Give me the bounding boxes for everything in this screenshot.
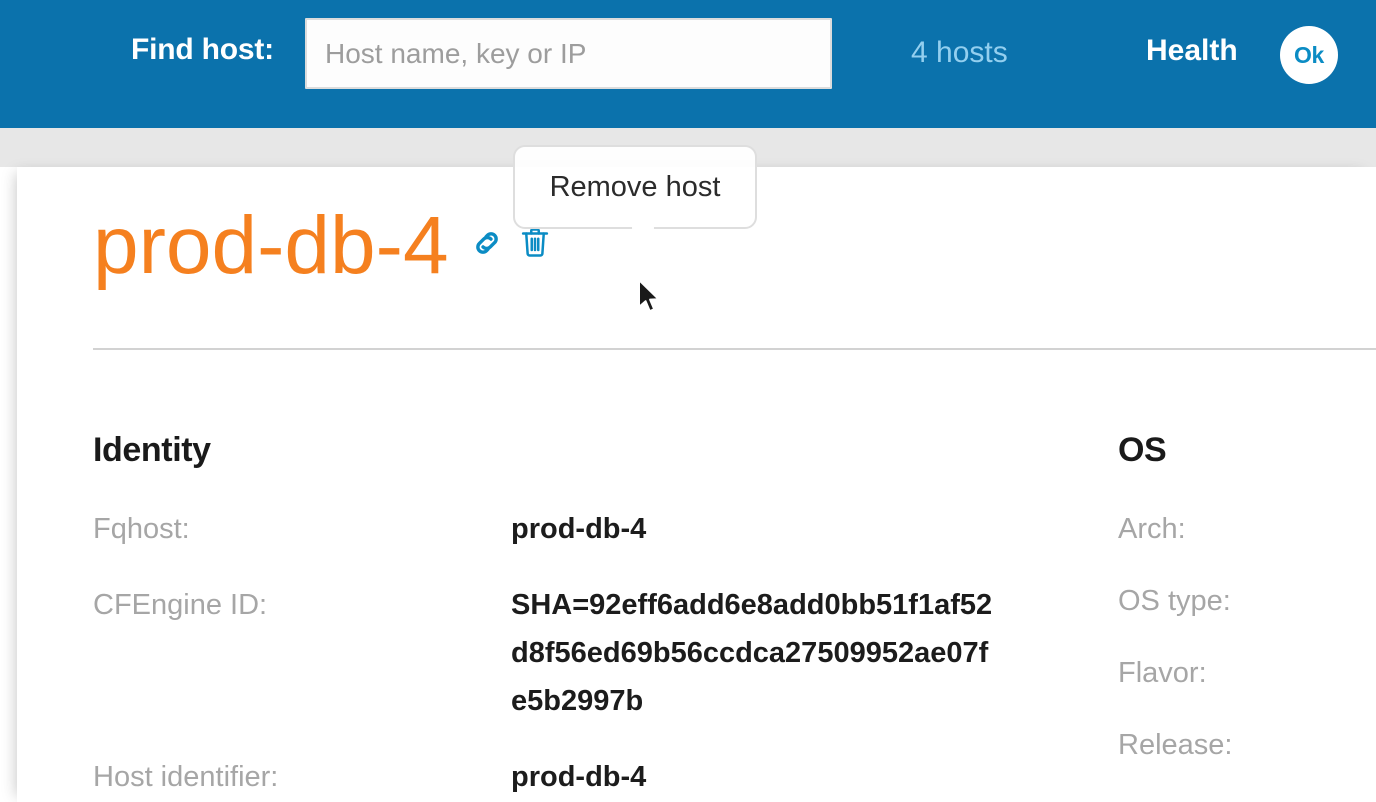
health-status-badge[interactable]: Ok (1280, 26, 1338, 84)
top-navigation-bar: Find host: 4 hosts Health Ok (0, 0, 1376, 128)
detail-label: OS type: (1118, 585, 1231, 617)
detail-label: Fqhost: (93, 513, 190, 545)
identity-section: Identity Fqhost: prod-db-4 CFEngine ID: … (93, 433, 1053, 801)
detail-label: Flavor: (1118, 657, 1207, 689)
detail-value: prod-db-4 (511, 761, 647, 793)
detail-row: Host identifier: prod-db-4 (93, 753, 1053, 801)
host-action-buttons (470, 226, 552, 266)
trash-icon[interactable] (518, 226, 552, 260)
detail-label: Host identifier: (93, 761, 279, 793)
detail-label: Release: (1118, 729, 1233, 761)
health-label: Health (1146, 34, 1238, 67)
detail-row: Release: (1118, 721, 1376, 769)
find-host-label: Find host: (131, 33, 274, 66)
detail-row: Flavor: (1118, 649, 1376, 697)
detail-row: OS type: (1118, 577, 1376, 625)
detail-row: CFEngine ID: SHA=92eff6add6e8add0bb51f1a… (93, 581, 1053, 725)
os-heading: OS (1118, 431, 1167, 469)
host-title-row: prod-db-4 (93, 205, 552, 287)
detail-row: Arch: (1118, 505, 1376, 553)
search-input[interactable] (305, 18, 832, 89)
link-icon[interactable] (470, 226, 504, 260)
host-detail-panel: prod-db-4 (17, 167, 1376, 802)
identity-heading: Identity (93, 431, 211, 469)
os-section: OS Arch: OS type: Flavor: Release: (1118, 433, 1376, 793)
tooltip-text: Remove host (549, 170, 721, 203)
detail-value: prod-db-4 (511, 513, 647, 545)
tooltip: Remove host (513, 145, 757, 239)
detail-label: Arch: (1118, 513, 1186, 545)
title-divider (93, 348, 1376, 350)
detail-label: CFEngine ID: (93, 589, 268, 621)
health-status-text: Ok (1293, 41, 1325, 68)
detail-value: SHA=92eff6add6e8add0bb51f1af52d8f56ed69b… (511, 589, 993, 717)
page-title: prod-db-4 (93, 200, 449, 291)
detail-row: Fqhost: prod-db-4 (93, 505, 1053, 553)
hosts-count-label[interactable]: 4 hosts (911, 36, 1008, 69)
